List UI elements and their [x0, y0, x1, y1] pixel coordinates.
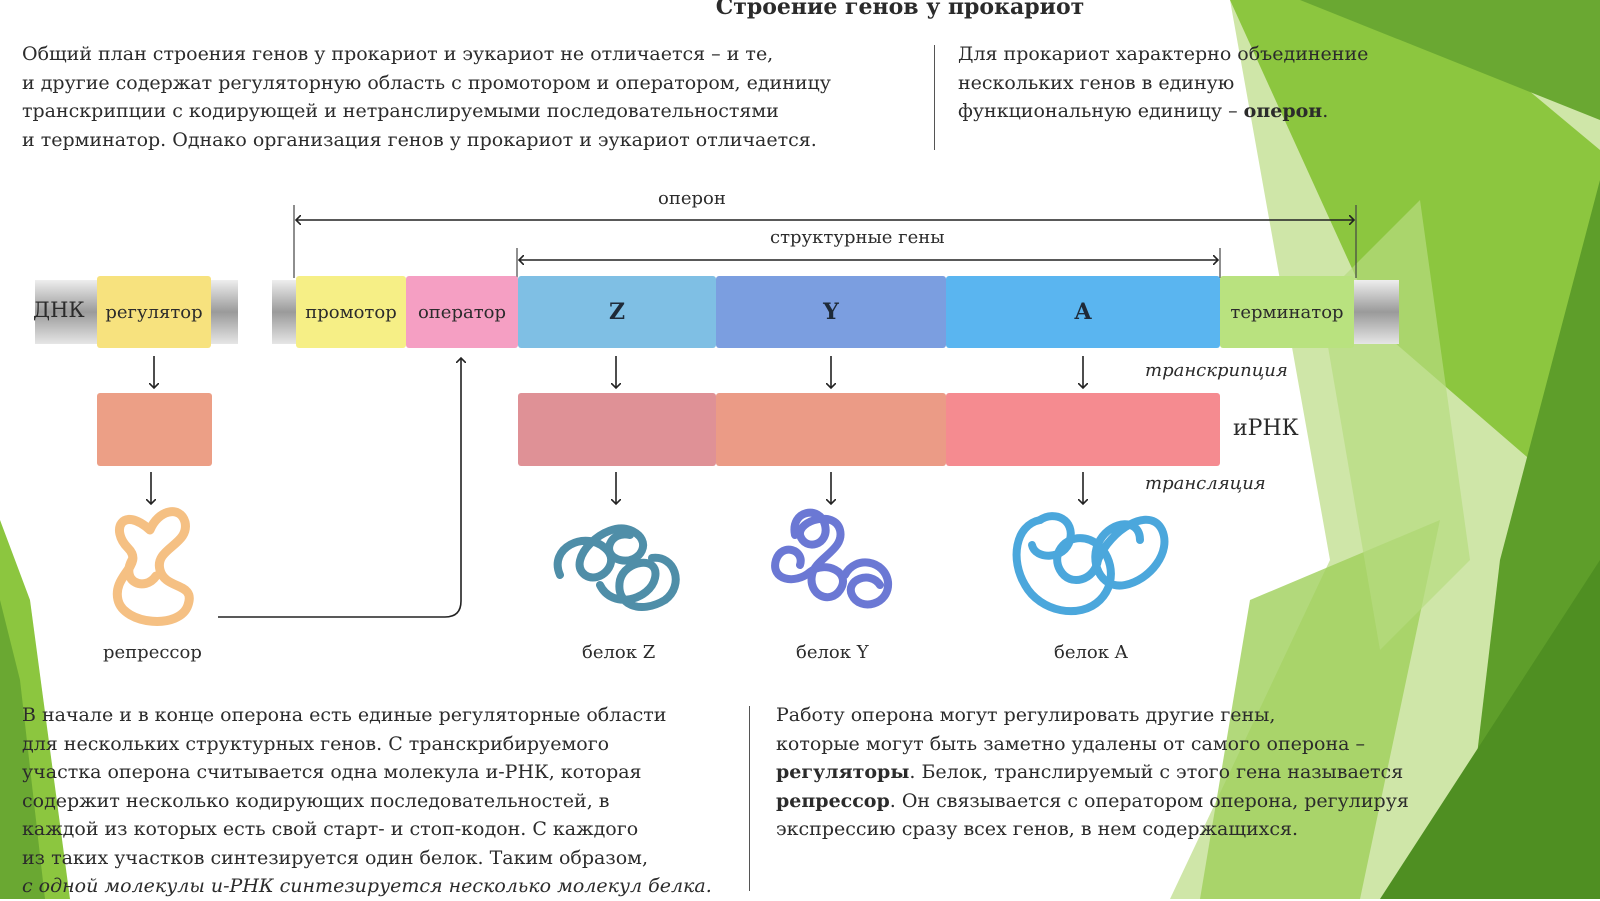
- intro-right-text-span: .: [1322, 100, 1329, 122]
- bottom-left-line: участка оперона считывается одна молекул…: [22, 761, 642, 783]
- gene-a: A: [946, 276, 1220, 348]
- bottom-left-line: В начале и в конце оперона есть единые р…: [22, 704, 667, 726]
- intro-right-line: функциональную единицу – оперон.: [958, 97, 1458, 126]
- translation-label: трансляция: [1145, 473, 1266, 494]
- mrna-y: [716, 393, 946, 466]
- protein-y-label: белок Y: [796, 642, 869, 663]
- repressor-label: репрессор: [103, 642, 202, 663]
- bottom-left-line: из таких участков синтезируется один бел…: [22, 846, 648, 869]
- intro-divider: [934, 45, 935, 150]
- bottom-left-line: содержит несколько кодирующих последоват…: [22, 789, 610, 812]
- regulator-mrna: [97, 393, 212, 466]
- mrna-a: [946, 393, 1220, 466]
- intro-right-text-span: функциональную единицу –: [958, 100, 1244, 122]
- bottom-left-conclusion: с одной молекулы и-РНК синтезируется нес…: [22, 875, 712, 897]
- dna-segment: [35, 280, 97, 344]
- transcription-label: транскрипция: [1145, 360, 1288, 381]
- repressor-protein-icon: [112, 507, 194, 626]
- protein-z-icon: [553, 524, 680, 612]
- bottom-right-line: Работу оперона могут регулировать другие…: [776, 704, 1276, 726]
- protein-z-label: белок Z: [582, 642, 656, 663]
- protein-y-icon: [771, 508, 892, 609]
- dna-segment: [272, 280, 296, 344]
- bottom-divider: [749, 706, 750, 891]
- dna-segment: [1353, 280, 1399, 344]
- bottom-right-line: которые могут быть заметно удалены от са…: [776, 732, 1365, 755]
- operon-label: оперон: [658, 188, 726, 209]
- bottom-right-line: регуляторы. Белок, транслируемый с этого…: [776, 758, 1436, 787]
- protein-a-icon: [1012, 512, 1169, 616]
- bottom-right-text: Работу оперона могут регулировать другие…: [776, 701, 1436, 844]
- terminator-region: терминатор: [1220, 276, 1354, 348]
- protein-a-label: белок A: [1054, 642, 1128, 663]
- promoter-region: промотор: [296, 276, 406, 348]
- dna-label: ДНК: [33, 298, 85, 322]
- regulators-term: регуляторы: [776, 761, 910, 783]
- intro-left-line: и терминатор. Однако организация генов у…: [22, 128, 817, 151]
- bottom-right-line: экспрессию сразу всех генов, в нем содер…: [776, 818, 1299, 840]
- intro-left-text: Общий план строения генов у прокариот и …: [22, 40, 902, 154]
- structural-genes-label: структурные гены: [770, 227, 945, 248]
- gene-z: Z: [518, 276, 716, 348]
- page-title: Строение генов у прокариот: [715, 0, 1085, 20]
- bottom-left-line: для нескольких структурных генов. С тран…: [22, 732, 610, 755]
- bottom-left-text: В начале и в конце оперона есть единые р…: [22, 701, 742, 901]
- intro-left-line: транскрипции с кодирующей и нетранслируе…: [22, 100, 779, 122]
- intro-right-line: Для прокариот характерно объединение: [958, 43, 1369, 65]
- intro-right-text: Для прокариот характерно объединение нес…: [958, 40, 1458, 126]
- bottom-right-text-span: . Белок, транслируемый с этого гена назы…: [909, 761, 1404, 783]
- intro-left-line: Общий план строения генов у прокариот и …: [22, 43, 774, 65]
- intro-right-line: нескольких генов в единую: [958, 71, 1235, 94]
- mrna-label: иРНК: [1233, 416, 1299, 441]
- bottom-right-text-span: . Он связывается с оператором оперона, р…: [889, 789, 1409, 812]
- dna-segment: [210, 280, 238, 344]
- regulator-gene: регулятор: [97, 276, 211, 348]
- intro-left-line: и другие содержат регуляторную область с…: [22, 71, 831, 94]
- operator-region: оператор: [406, 276, 518, 348]
- bottom-right-line: репрессор. Он связывается с оператором о…: [776, 787, 1436, 816]
- repressor-to-operator-arrow: [218, 358, 461, 618]
- repressor-term: репрессор: [776, 789, 890, 812]
- gene-y: Y: [716, 276, 946, 348]
- bottom-left-line: каждой из которых есть свой старт- и сто…: [22, 818, 639, 840]
- mrna-z: [518, 393, 716, 466]
- operon-term: оперон: [1243, 100, 1323, 122]
